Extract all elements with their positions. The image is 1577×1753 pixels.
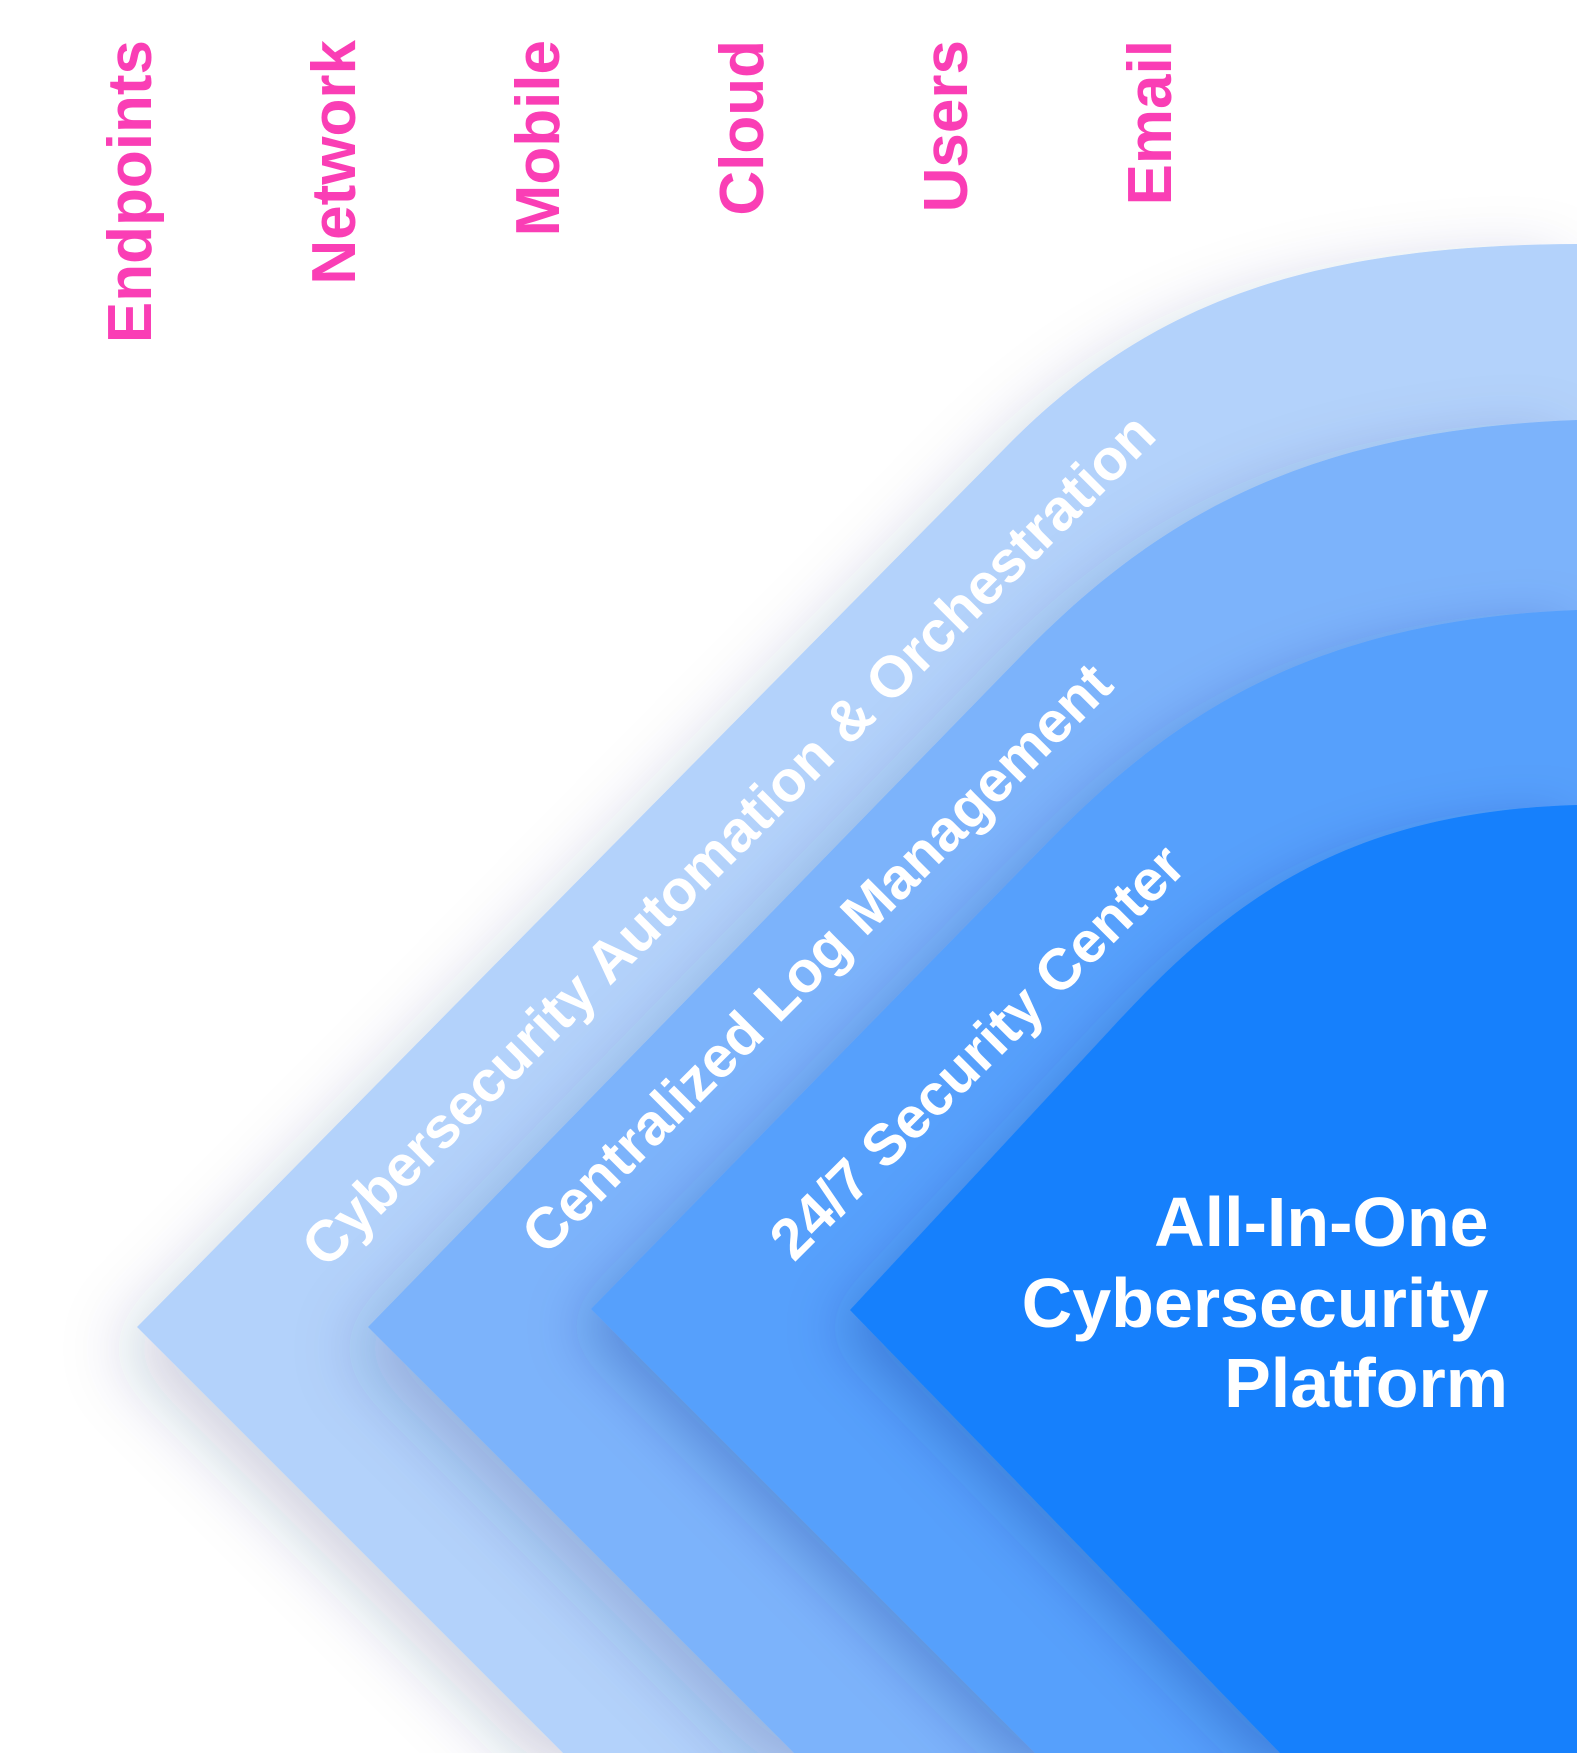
source-label-mobile: Mobile [504, 40, 573, 236]
core-title-line-1: All-In-One [1154, 1183, 1488, 1261]
source-label-endpoints: Endpoints [96, 40, 165, 343]
core-title: All-In-One Cybersecurity Platform [1022, 1183, 1508, 1422]
source-labels: Endpoints Network Mobile Cloud Users Ema… [96, 39, 1185, 343]
source-lines [196, 58, 1220, 1262]
source-label-users: Users [912, 40, 981, 212]
core-title-line-3: Platform [1224, 1344, 1508, 1422]
layers [137, 244, 1577, 1753]
layer-core-platform [850, 805, 1577, 1753]
source-label-cloud: Cloud [708, 40, 777, 216]
source-label-email: Email [1116, 40, 1185, 205]
source-label-network: Network [300, 39, 369, 284]
core-title-line-2: Cybersecurity [1022, 1264, 1489, 1342]
